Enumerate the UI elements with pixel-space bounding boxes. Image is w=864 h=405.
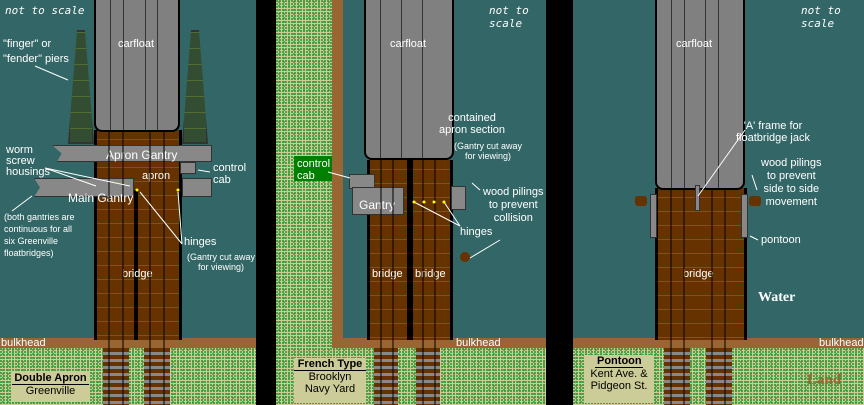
not-to-scale-label: not to scale: [801, 4, 841, 30]
bridge-left-label: bridge: [372, 268, 403, 280]
caption-french-type: French Type Brooklyn Navy Yard: [294, 358, 366, 403]
bridge-label: bridge: [122, 268, 153, 280]
rail-track-right: [706, 348, 732, 405]
apron-gantry-label: Apron Gantry: [106, 148, 178, 162]
carfloat: [364, 0, 454, 160]
not-to-scale-label: not to scale: [489, 4, 529, 30]
piling-structure: [451, 186, 466, 210]
control-cab-box: [294, 156, 332, 181]
caption-title: Double Apron: [12, 372, 89, 385]
caption-subtitle: Greenville: [25, 385, 76, 397]
caption-pontoon: Pontoon Kent Ave. & Pidgeon St.: [585, 355, 653, 403]
bridge-right: [410, 160, 453, 340]
rail-track-right: [416, 348, 440, 405]
a-frame-label: 'A' frame for floatbridge jack: [736, 120, 810, 144]
bridge: [655, 188, 747, 340]
carfloat: [655, 0, 745, 190]
caption-double-apron: Double Apron Greenville: [12, 372, 89, 402]
carfloat: [94, 0, 180, 132]
bulkhead: [573, 338, 864, 348]
wood-pilings-right: [749, 196, 761, 206]
bulkhead-label: bulkhead: [1, 337, 46, 349]
control-cab-label: control cab: [213, 162, 247, 186]
gantry: [352, 187, 404, 215]
wood-pilings-left: [635, 196, 647, 206]
wood-pilings-label: wood pilings to prevent side to side mov…: [761, 157, 822, 208]
a-frame-jack: [695, 185, 700, 211]
bridge-center-divider: [134, 190, 138, 340]
bridge-right-label: bridge: [415, 268, 446, 280]
main-gantry-label: Main Gantry: [68, 191, 134, 205]
not-to-scale-label: not to scale: [5, 4, 85, 17]
carfloat-label: carfloat: [390, 38, 427, 50]
caption-subtitle-1: Kent Ave. &: [590, 368, 648, 380]
control-cab-upper: [180, 162, 196, 174]
pontoon-left: [650, 194, 657, 238]
caption-subtitle-2: Pidgeon St.: [590, 380, 648, 392]
finger-piers-label: "finger" or "fender" piers: [3, 38, 69, 65]
apron-label: apron: [142, 170, 171, 182]
carfloat-label: carfloat: [118, 38, 155, 50]
bulkhead-label: bulkhead: [456, 337, 501, 349]
gantry-label: Gantry: [359, 198, 396, 212]
panel-french-type: bulkhead not to scale carfloat Gantry co…: [276, 0, 546, 405]
rail-track-right: [144, 348, 170, 405]
hinges-label: hinges: [184, 236, 217, 248]
pontoon-label: pontoon: [761, 234, 801, 246]
caption-subtitle-2: Navy Yard: [304, 383, 356, 395]
gantry-note: (both gantries are continuous for all si…: [4, 212, 75, 258]
land-label: Land: [807, 372, 842, 388]
gantry-cutaway-label: (Gantry cut away for viewing): [187, 252, 256, 272]
gantry-cutaway-label: (Gantry cut away for viewing): [454, 141, 523, 161]
rail-track-left: [374, 348, 398, 405]
bulkhead: [0, 338, 256, 348]
hinges-label: hinges: [460, 226, 493, 238]
wood-pilings-label: wood pilings to prevent collision: [483, 186, 544, 224]
bulkhead-label: bulkhead: [819, 337, 864, 349]
panel-double-apron: bulkhead not to scale carfloat Apron Gan…: [0, 0, 256, 405]
bridge-label: bridge: [683, 268, 714, 280]
water-label: Water: [758, 290, 796, 305]
caption-subtitle-1: Brooklyn: [308, 371, 352, 383]
rail-track-left: [103, 348, 129, 405]
caption-title: Pontoon: [595, 355, 643, 368]
pontoon-right: [741, 194, 748, 238]
panel-pontoon: bulkhead not to scale carfloat 'A' frame…: [573, 0, 864, 405]
control-cab-label: control cab: [297, 158, 331, 182]
contained-apron-label: contained apron section: [439, 112, 506, 136]
piling-cluster: [460, 252, 470, 262]
carfloat-label: carfloat: [676, 38, 713, 50]
caption-title: French Type: [294, 358, 366, 371]
rail-track-left: [664, 348, 690, 405]
worm-screw-housings-label: worm screw housings: [6, 144, 51, 178]
main-gantry-right: [182, 178, 212, 197]
